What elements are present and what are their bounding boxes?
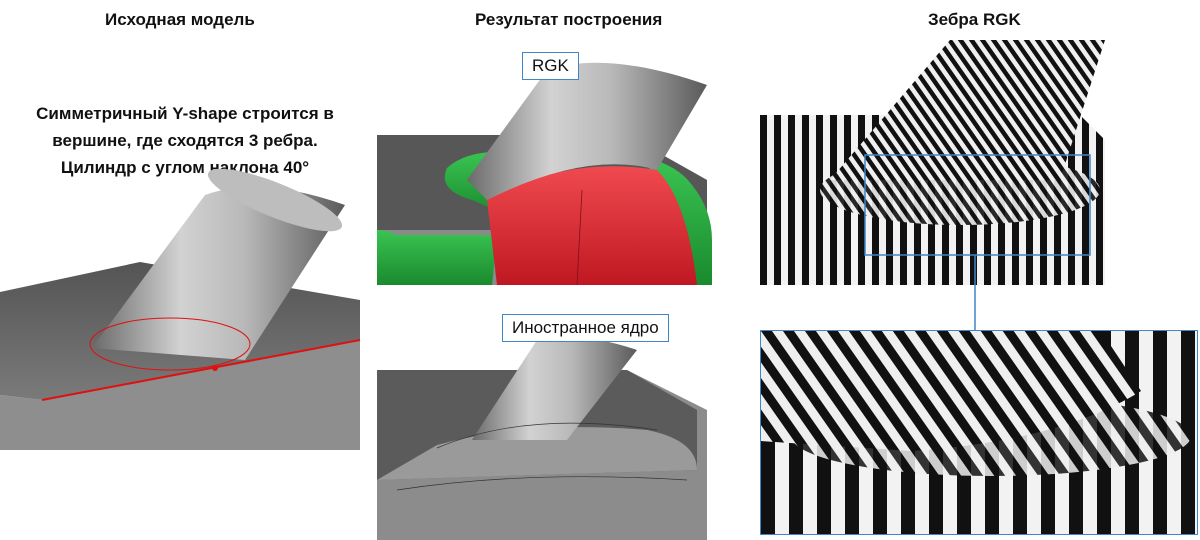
zebra-fillet [820,155,1100,225]
selected-intersection-edge [89,317,251,371]
block-front-face [0,340,360,450]
foreign-kernel-panel [377,330,717,540]
title-build-result: Результат построения [475,10,663,29]
description-line-3: Цилиндр с углом наклона 40° [60,158,310,177]
inclined-cylinder [92,187,345,360]
inclined-cylinder [472,336,637,440]
description-line-2: вершине, где сходятся 3 ребра. [52,131,318,150]
block-top-face [0,262,360,400]
title-source-model: Исходная модель [105,10,255,29]
zoom-region-frame [864,154,1091,256]
inclined-cylinder [467,62,707,201]
green-edge-fillet-left [377,230,497,285]
callout-foreign-kernel: Иностранное ядро [502,314,669,342]
model-description: Симметричный Y-shape строится в вершине,… [0,100,370,181]
description-line-1: Симметричный Y-shape строится в [36,104,334,123]
callout-rgk: RGK [522,52,579,80]
zebra-zoom-panel [760,330,1198,535]
title-zebra-rgk: Зебра RGK [928,10,1021,29]
zebra-zoom-fillet [791,396,1191,476]
zebra-overview-panel [760,40,1105,285]
selected-vertex [212,365,218,371]
red-y-shape-fillet [487,166,697,285]
zebra-cylinder [830,40,1105,180]
rgk-result-panel [377,40,717,285]
selected-block-edge [41,339,361,401]
